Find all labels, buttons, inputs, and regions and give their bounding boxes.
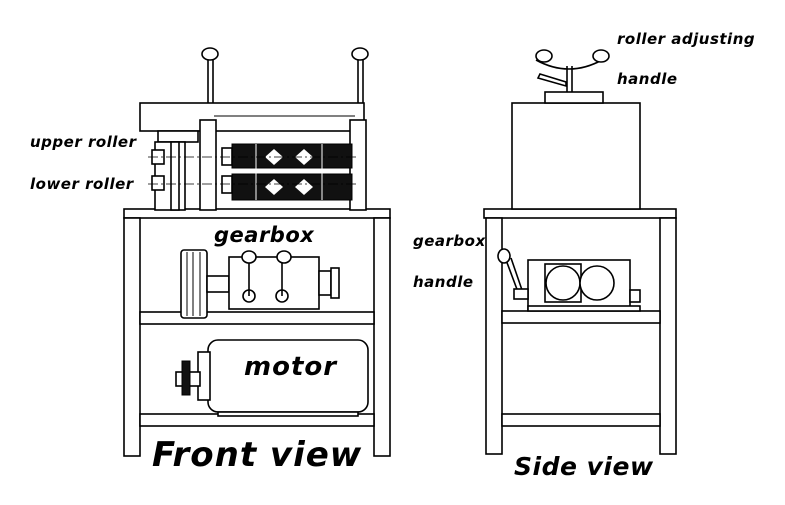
- side-gearbox: [497, 248, 641, 312]
- roller-handle-label: handle: [617, 70, 678, 88]
- front-view-drawing: [123, 47, 391, 457]
- roller-adjusting-label: roller adjusting: [617, 30, 756, 48]
- side-view-title: Side view: [514, 452, 654, 481]
- upper-roller-label: upper roller: [30, 133, 137, 151]
- gearbox-handle-label: handle: [413, 273, 474, 291]
- front-view-title: Front view: [152, 435, 363, 475]
- front-motor: [175, 339, 369, 417]
- front-frame: [123, 208, 391, 457]
- gearbox-side-label: gearbox: [413, 232, 486, 250]
- front-roller-assembly: [139, 47, 369, 211]
- gearbox-front-label: gearbox: [214, 223, 315, 247]
- side-view-drawing: [483, 49, 677, 455]
- front-gearbox: [180, 249, 340, 319]
- side-frame: [483, 208, 677, 455]
- motor-label: motor: [244, 352, 338, 382]
- lower-roller-label: lower roller: [30, 175, 134, 193]
- side-roller-housing: [511, 49, 641, 210]
